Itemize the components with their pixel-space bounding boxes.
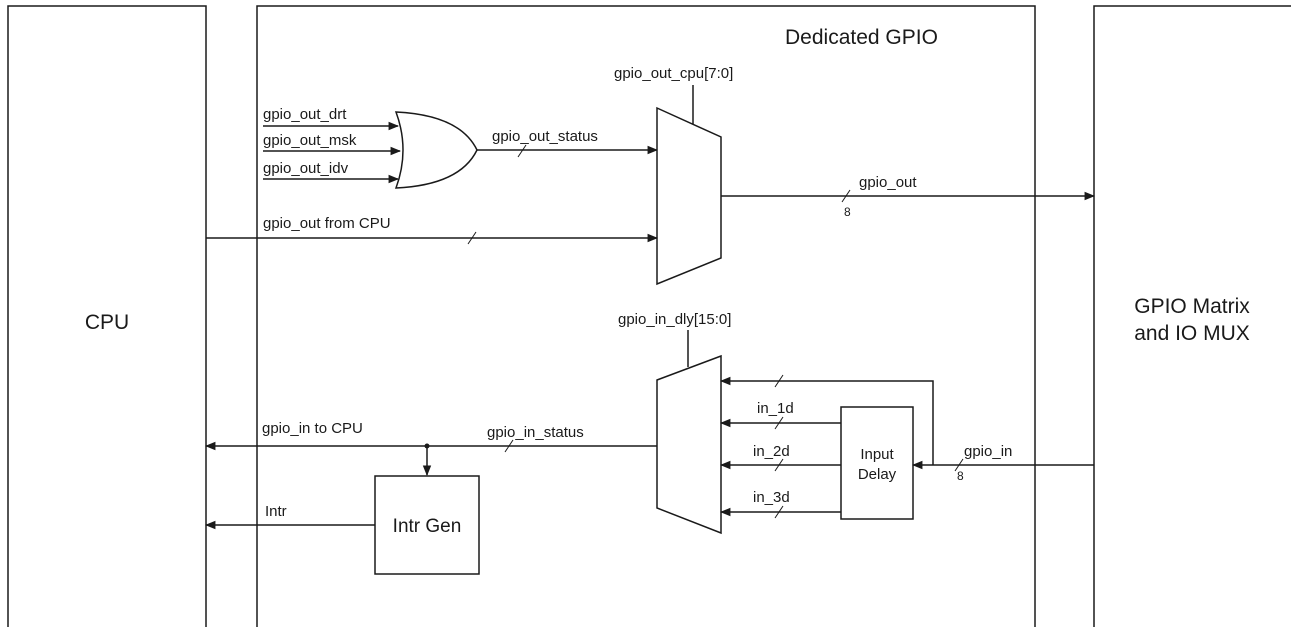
gpio-matrix-label-line2: and IO MUX <box>1134 322 1250 345</box>
in-1d-label: in_1d <box>757 400 794 417</box>
dedicated-gpio-label: Dedicated GPIO <box>785 26 938 49</box>
gpio-out-status-label: gpio_out_status <box>492 128 598 145</box>
gpio-out-from-cpu-label: gpio_out from CPU <box>263 215 391 232</box>
input-mux <box>656 354 722 535</box>
gpio-out-status-bus-mark <box>517 144 527 158</box>
gpio-out-idv-label: gpio_out_idv <box>263 160 349 177</box>
input-delay-block <box>840 406 914 520</box>
in-3d-bus-mark <box>774 505 784 519</box>
in-3d-label: in_3d <box>753 489 790 506</box>
or-gate <box>394 111 478 189</box>
gpio-out-from-cpu-bus-mark <box>467 231 477 245</box>
gpio-in-label: gpio_in <box>964 443 1012 460</box>
gpio-out-bus-mark <box>841 189 851 203</box>
gpio-matrix-label-line1: GPIO Matrix <box>1134 295 1250 318</box>
gpio-out-drt-label: gpio_out_drt <box>263 106 347 123</box>
intr-label: Intr <box>265 503 287 520</box>
gpio-out-width: 8 <box>844 205 851 219</box>
branch-junction-dot <box>424 443 430 449</box>
gpio-out-cpu-label: gpio_out_cpu[7:0] <box>614 65 733 82</box>
in-2d-label: in_2d <box>753 443 790 460</box>
intr-gen-block <box>374 475 480 575</box>
input-delay-label-line1: Input <box>860 446 894 463</box>
gpio-in-dly-label: gpio_in_dly[15:0] <box>618 311 731 328</box>
gpio-out-msk-label: gpio_out_msk <box>263 132 357 149</box>
gpio-matrix-block <box>1093 5 1291 627</box>
gpio-in-direct-bus-mark <box>774 374 784 388</box>
in-1d-bus-mark <box>774 416 784 430</box>
output-mux <box>656 106 722 286</box>
gpio-out-label: gpio_out <box>859 174 917 191</box>
gpio-in-bus-mark <box>954 458 964 472</box>
gpio-in-status-label: gpio_in_status <box>487 424 584 441</box>
gpio-in-width: 8 <box>957 469 964 483</box>
input-delay-label-line2: Delay <box>858 466 897 483</box>
cpu-label: CPU <box>85 311 129 334</box>
gpio-in-direct-wire <box>719 376 934 465</box>
cpu-block <box>7 5 207 627</box>
in-2d-bus-mark <box>774 458 784 472</box>
gpio-in-status-bus-mark <box>504 439 514 453</box>
gpio-in-to-cpu-label: gpio_in to CPU <box>262 420 363 437</box>
intr-gen-label: Intr Gen <box>393 516 462 537</box>
